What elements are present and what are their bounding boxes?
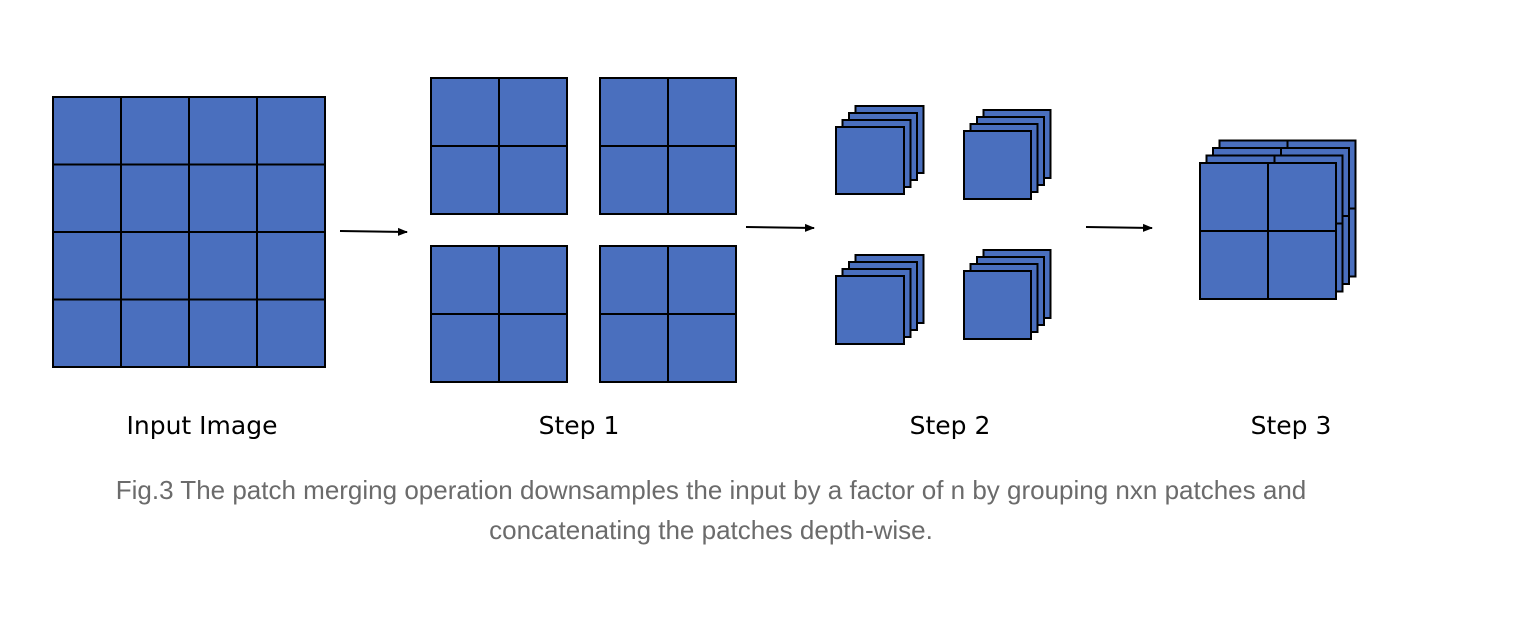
step1-patch-cell	[667, 313, 737, 383]
step1-patch-cell	[498, 245, 568, 315]
step1-patch-cell	[430, 313, 500, 383]
arrow-step1-to-step2	[745, 223, 815, 232]
label-input-image: Input Image	[127, 411, 278, 440]
step3-merged-stack	[1199, 139, 1357, 300]
step1-patch-cell	[498, 77, 568, 147]
input-patch-cell	[120, 298, 190, 368]
input-patch-cell	[188, 96, 258, 166]
label-step-2: Step 2	[910, 411, 991, 440]
input-patch-cell	[256, 231, 326, 301]
step2-stacked-patch	[835, 275, 905, 345]
step1-patch-cell	[599, 245, 669, 315]
input-patch-cell	[188, 298, 258, 368]
input-patch-cell	[256, 298, 326, 368]
label-step-3: Step 3	[1251, 411, 1332, 440]
step1-patch-cell	[430, 77, 500, 147]
arrow-input-to-step1	[339, 227, 408, 236]
step3-merged-patch-cell	[1199, 230, 1269, 300]
step2-stacked-patches	[835, 105, 1052, 345]
step1-patch-cell	[599, 145, 669, 215]
input-patch-cell	[256, 163, 326, 233]
input-patch-cell	[120, 231, 190, 301]
step1-patch-cell	[498, 145, 568, 215]
step1-patch-cell	[430, 245, 500, 315]
input-patch-cell	[52, 163, 122, 233]
input-patch-cell	[188, 231, 258, 301]
step1-patch-cell	[667, 245, 737, 315]
step1-patch-cell	[599, 77, 669, 147]
input-patch-cell	[188, 163, 258, 233]
step1-patch-groups	[430, 77, 737, 383]
step2-stacked-patch	[835, 126, 905, 195]
figure-caption: Fig.3 The patch merging operation downsa…	[30, 470, 1392, 550]
step2-stacked-patch	[963, 270, 1032, 340]
input-patch-cell	[52, 231, 122, 301]
step1-patch-cell	[430, 145, 500, 215]
input-patch-cell	[256, 96, 326, 166]
step3-merged-patch-cell	[1199, 162, 1269, 232]
step1-patch-cell	[498, 313, 568, 383]
input-patch-cell	[52, 96, 122, 166]
input-image-grid	[52, 96, 326, 368]
label-step-1: Step 1	[539, 411, 620, 440]
step1-patch-cell	[667, 145, 737, 215]
input-patch-cell	[120, 163, 190, 233]
step3-merged-patch-cell	[1267, 230, 1337, 300]
input-patch-cell	[52, 298, 122, 368]
input-patch-cell	[120, 96, 190, 166]
step1-patch-cell	[599, 313, 669, 383]
arrow-step2-to-step3	[1085, 223, 1153, 232]
caption-line-1: Fig.3 The patch merging operation downsa…	[115, 475, 1307, 505]
step1-patch-cell	[667, 77, 737, 147]
step3-merged-patch-cell	[1267, 162, 1337, 232]
step2-stacked-patch	[963, 130, 1032, 200]
caption-line-2: concatenating the patches depth-wise.	[489, 515, 933, 545]
